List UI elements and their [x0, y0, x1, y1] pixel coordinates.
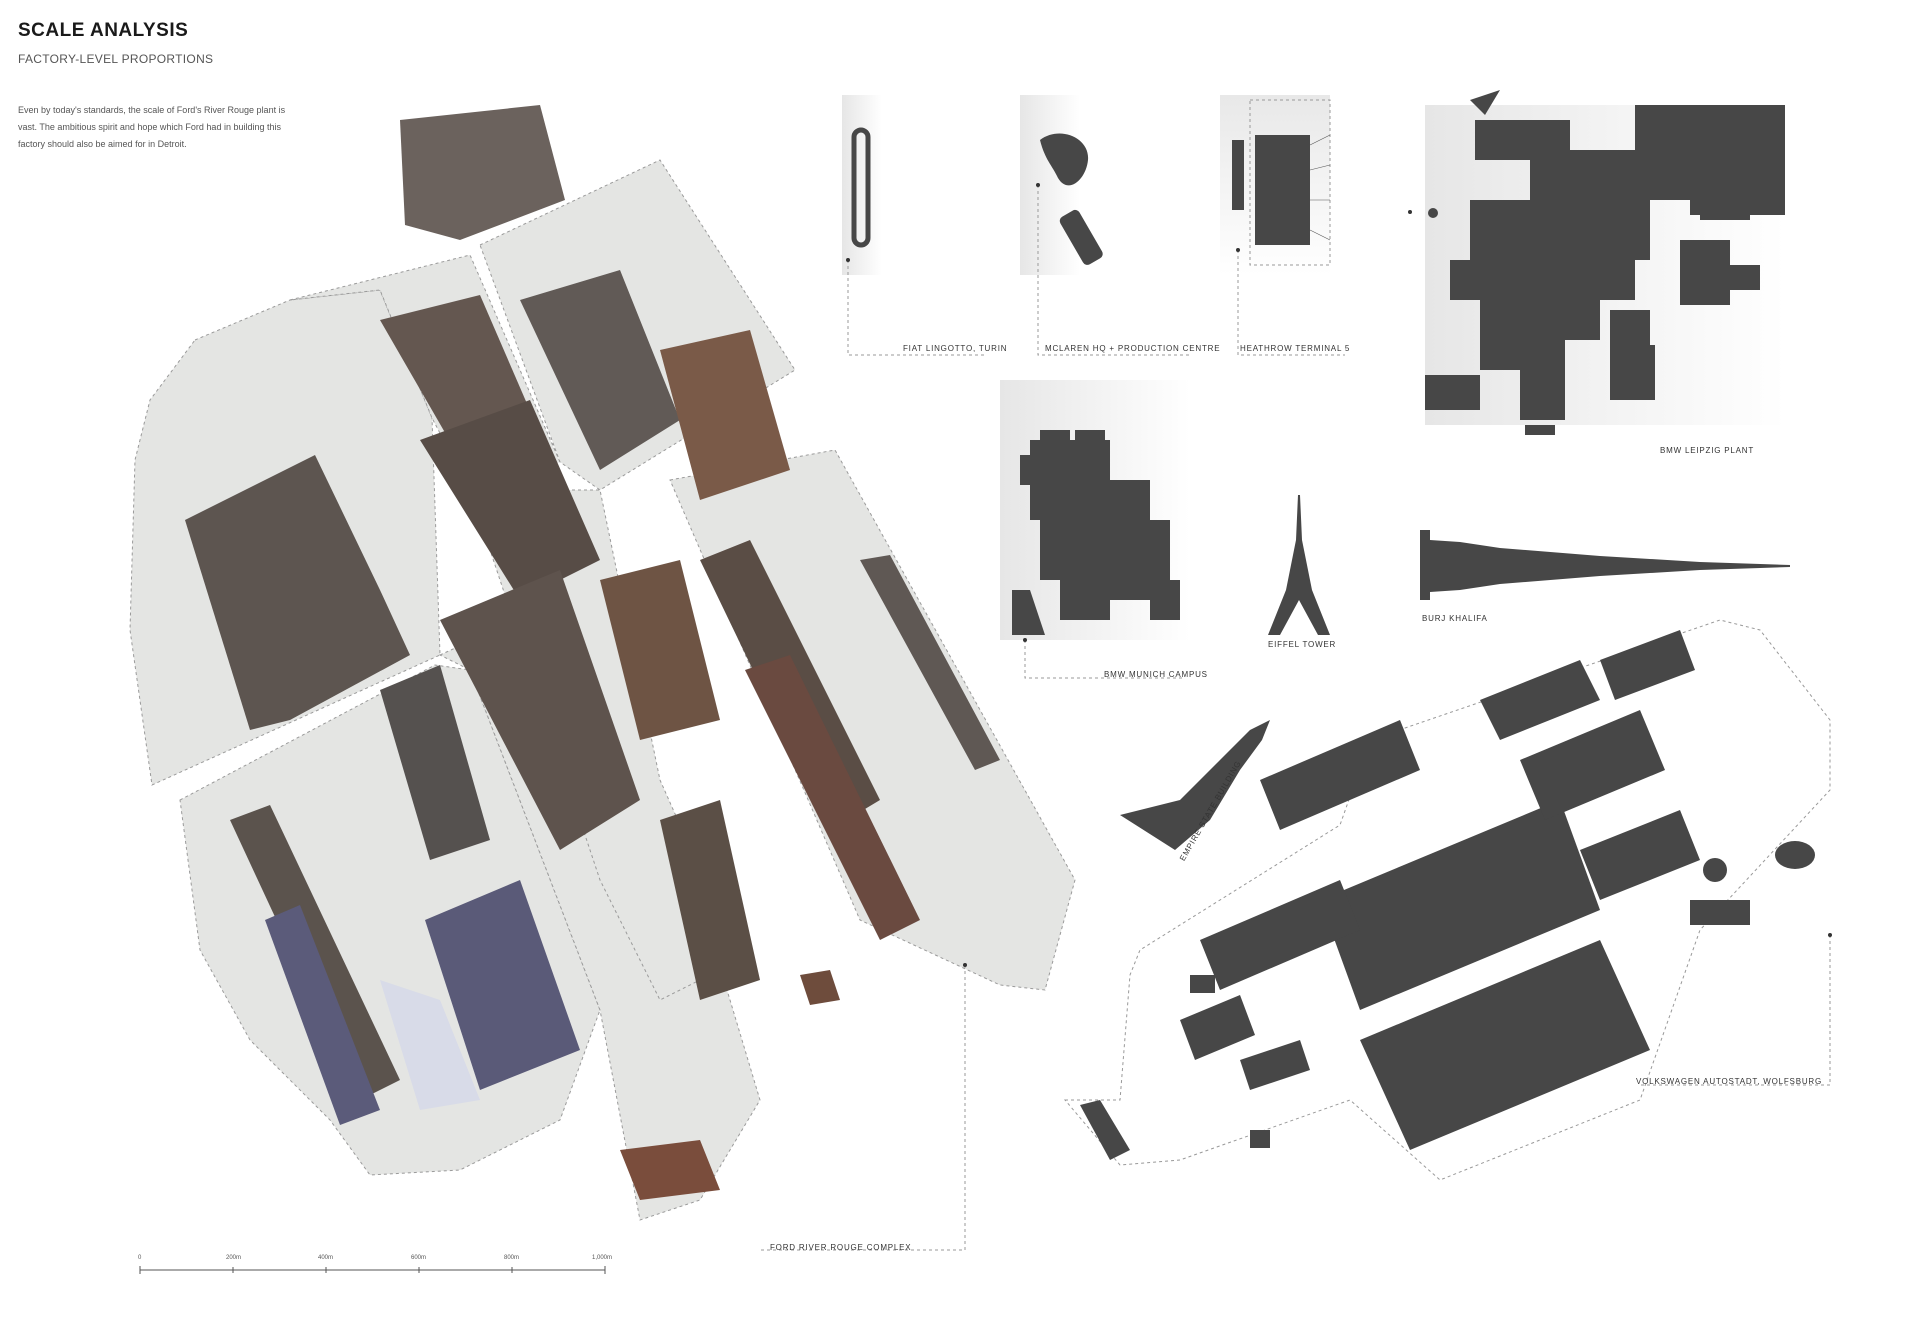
scale-bar [139, 1266, 606, 1274]
burj-khalifa-silhouette [1420, 530, 1790, 600]
bmw-munich-plan [1000, 380, 1190, 679]
scale-tick-200: 200m [226, 1255, 242, 1261]
ford-aerial-buildings [185, 105, 1000, 1200]
eiffel-tower-silhouette [1268, 495, 1330, 635]
label-bmw-leipzig: BMW LEIPZIG PLANT [1660, 446, 1755, 455]
label-eiffel: EIFFEL TOWER [1268, 640, 1337, 649]
page-title: SCALE ANALYSIS [18, 20, 189, 41]
intro-paragraph: Even by today's standards, the scale of … [18, 105, 286, 149]
label-bmw-munich: BMW MUNICH CAMPUS [1104, 670, 1208, 679]
empire-state-silhouette [1120, 720, 1270, 850]
label-mclaren: MCLAREN HQ + PRODUCTION CENTRE [1045, 344, 1221, 353]
scale-tick-400: 400m [318, 1255, 334, 1261]
label-vw: VOLKSWAGEN AUTOSTADT, WOLFSBURG [1636, 1077, 1823, 1086]
label-fiat: FIAT LINGOTTO, TURIN [903, 344, 1008, 353]
scale-tick-800: 800m [504, 1255, 520, 1261]
label-burj: BURJ KHALIFA [1422, 614, 1488, 623]
ford-leader-line [760, 965, 966, 1251]
mclaren-plan [1020, 95, 1190, 356]
label-heathrow: HEATHROW TERMINAL 5 [1240, 344, 1351, 353]
heathrow-t5-plan [1220, 95, 1345, 356]
vw-autostadt-plan [1063, 619, 1832, 1181]
bmw-leipzig-plan [1408, 90, 1785, 435]
scale-tick-0: 0 [138, 1255, 142, 1261]
scale-tick-1000: 1,000m [592, 1255, 613, 1261]
page-subtitle: FACTORY-LEVEL PROPORTIONS [18, 52, 214, 66]
fiat-lingotto-plan [842, 95, 985, 356]
scale-tick-600: 600m [411, 1255, 427, 1261]
label-ford: FORD RIVER ROUGE COMPLEX [770, 1243, 912, 1252]
ford-river-rouge-plan [129, 105, 1076, 1251]
